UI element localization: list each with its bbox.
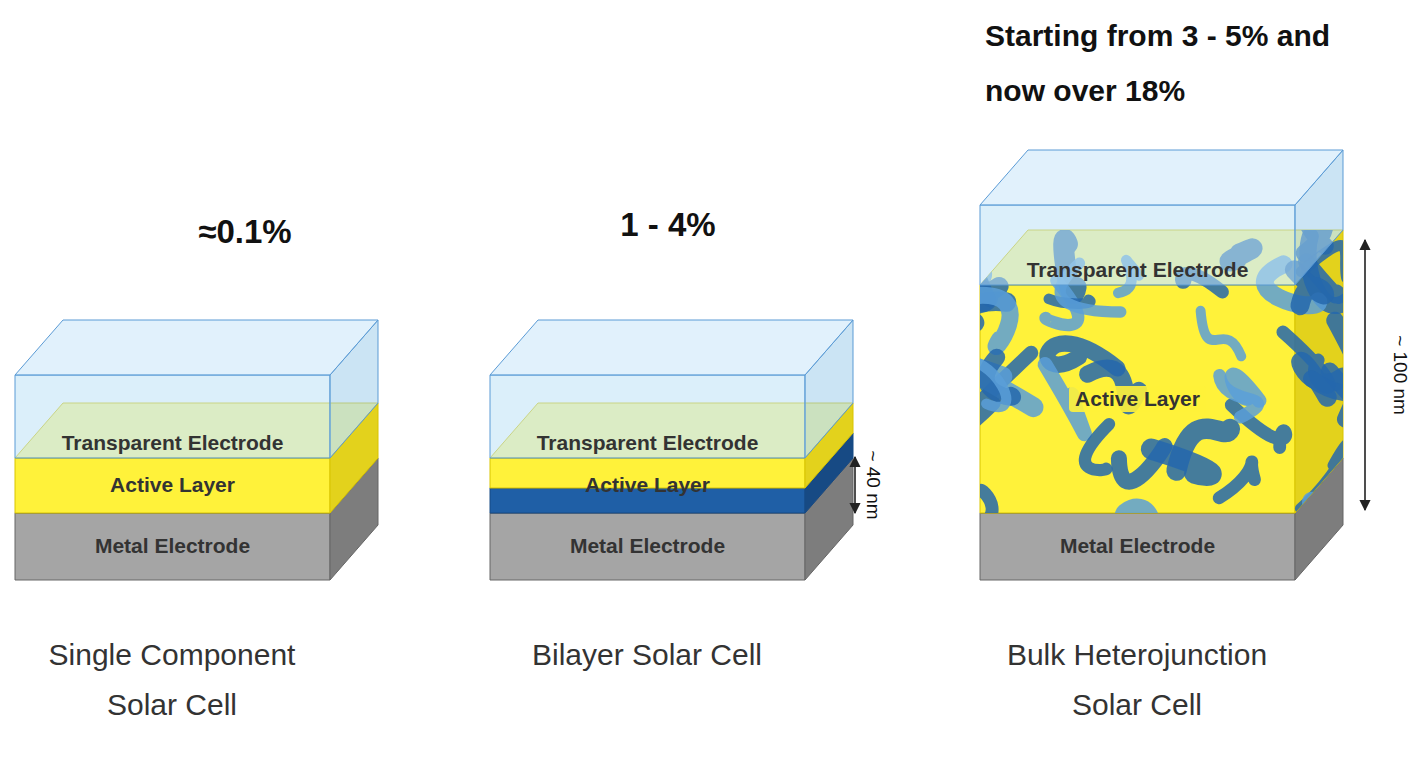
blend-domain [1311, 379, 1357, 420]
layer-label: Active Layer [1069, 386, 1206, 412]
glass-layer [15, 320, 378, 375]
glass-layer [15, 375, 330, 458]
active-layer-box: Active Layer [490, 458, 805, 513]
metal-electrode-box: Metal Electrode [980, 513, 1295, 580]
cell-caption: Bulk Heterojunction Solar Cell [977, 630, 1297, 730]
dimension-label: ~ 40 nm [861, 435, 885, 535]
cell-caption: Single Component Solar Cell [22, 630, 322, 730]
efficiency-value: Starting from 3 - 5% and now over 18% [985, 8, 1335, 118]
layer-label: Metal Electrode [570, 534, 725, 558]
blend-domain [943, 490, 992, 535]
blend-domain [1219, 462, 1255, 498]
blend-domain [1151, 449, 1211, 475]
blend-domain [951, 353, 1031, 438]
blend-domain [1310, 500, 1336, 550]
layer-label: Transparent Electrode [62, 431, 284, 455]
layer-label: Transparent Electrode [537, 431, 759, 455]
cell-caption: Bilayer Solar Cell [487, 630, 807, 680]
transparent-electrode-box: Transparent Electrode [15, 375, 330, 458]
blend-domain [1085, 424, 1109, 470]
glass-layer [980, 150, 1343, 205]
metal-layer [15, 458, 378, 513]
metal-layer [490, 513, 805, 580]
transparent-electrode-box: Transparent Electrode [490, 375, 805, 458]
active-layer-box: Active Layer [15, 458, 330, 513]
glass-layer [980, 205, 1295, 285]
efficiency-value: 1 - 4% [568, 205, 768, 245]
layer-label: Transparent Electrode [1027, 258, 1249, 282]
blend-domain [1201, 311, 1242, 357]
yellow-layer [15, 458, 330, 513]
blend-domain [955, 267, 967, 300]
active-layer-box: Active Layer [980, 285, 1295, 513]
glass-layer [490, 375, 805, 458]
metal-layer [980, 513, 1295, 580]
efficiency-value: ≈0.1% [145, 212, 345, 252]
dimension-arrow [1364, 240, 1366, 510]
layer-label: Active Layer [585, 473, 710, 497]
dimension-arrow [854, 457, 856, 513]
dimension-label: ~ 100 nm [1388, 315, 1412, 435]
blend-domain [959, 279, 973, 317]
blend-domain [956, 359, 1006, 407]
metal-electrode-box: Metal Electrode [15, 513, 330, 580]
metal-layer [15, 513, 330, 580]
transparent-electrode-box: Transparent Electrode [980, 205, 1295, 285]
blend-domain [1307, 496, 1361, 537]
glass-layer [490, 320, 853, 375]
metal-layer [490, 458, 853, 513]
blend-domain [968, 295, 1011, 346]
layer-label: Metal Electrode [95, 534, 250, 558]
layer-label: Metal Electrode [1060, 534, 1215, 558]
metal-electrode-box: Metal Electrode [490, 513, 805, 580]
blend-domain [1220, 375, 1258, 417]
layer-label: Active Layer [110, 473, 235, 497]
